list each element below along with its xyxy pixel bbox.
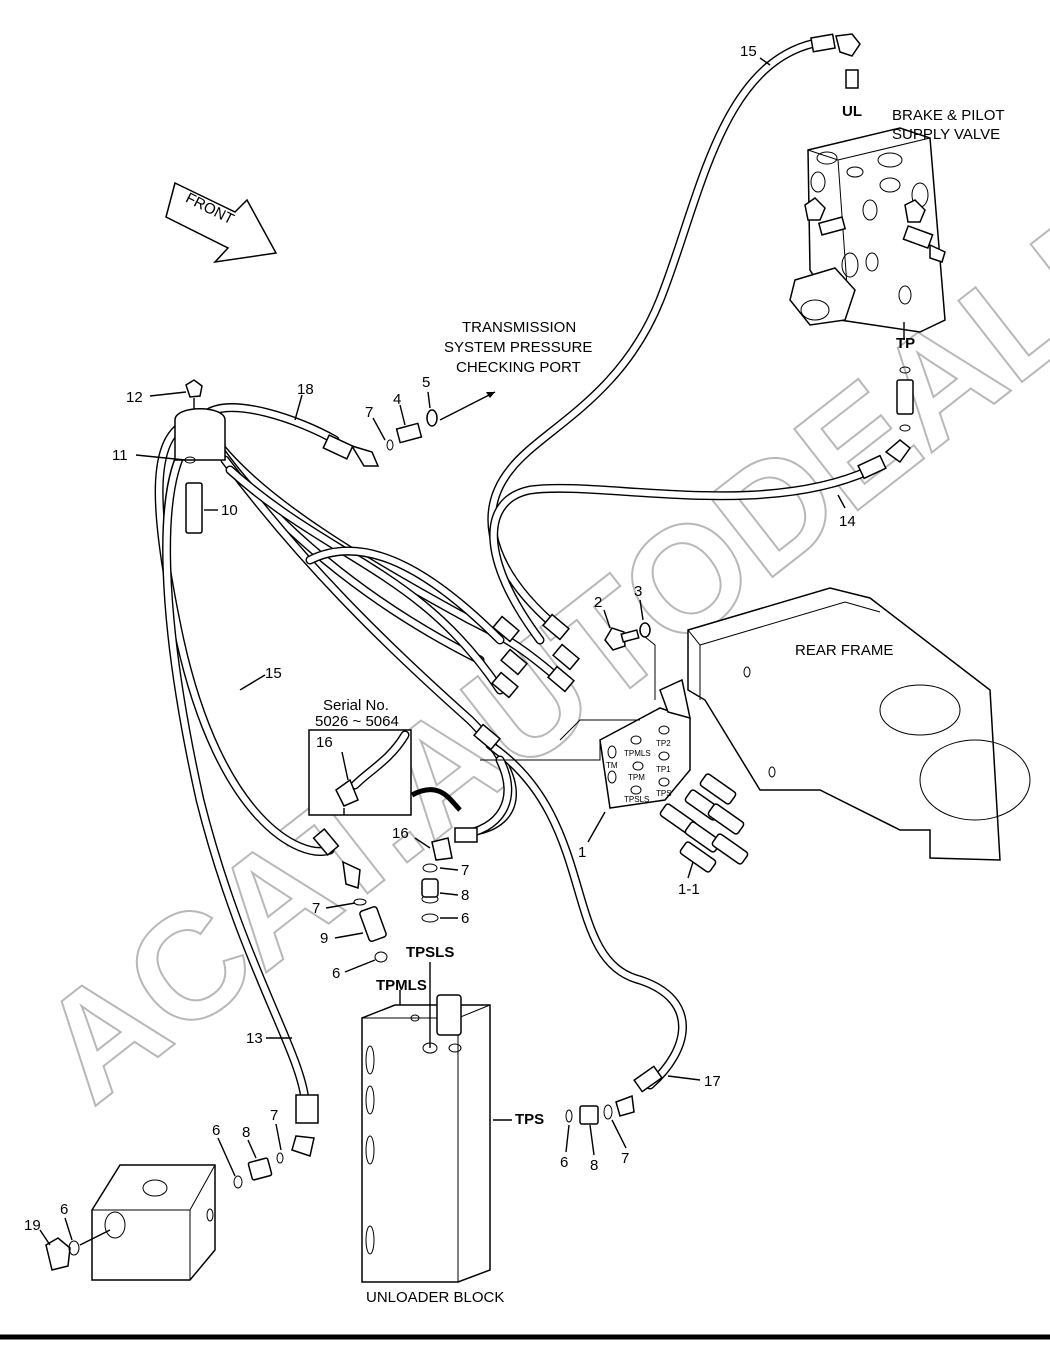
callout-15-top: 15: [740, 43, 757, 60]
unloader-block: UNLOADER BLOCK TPSLS TPMLS TPS: [353, 863, 613, 1306]
callout-12: 12: [126, 389, 143, 406]
callout-18: 18: [297, 381, 314, 398]
brake-pilot-supply-valve: UL BRAKE & PILOT SUPPLY VALVE TP: [789, 69, 1005, 432]
callout-11: 11: [112, 447, 128, 464]
transmission-title-line3: CHECKING PORT: [456, 359, 581, 376]
transmission-title-line2: SYSTEM PRESSURE: [444, 339, 592, 356]
plate-tp2-label: TP2: [656, 739, 671, 748]
leader-lines: [39, 57, 846, 1246]
serial-label-line1: Serial No.: [323, 697, 389, 714]
callout-7-d: 7: [621, 1150, 629, 1167]
serial-inset: Serial No. 5026 ~ 5064: [308, 697, 462, 816]
callout-6-b: 6: [332, 965, 340, 982]
test-port-plate: TPMLS TP2 TM TPM TP1 TPSLS TPS: [480, 622, 749, 873]
callout-1: 1: [578, 844, 586, 861]
rear-frame: REAR FRAME: [687, 587, 1031, 861]
rear-frame-label: REAR FRAME: [795, 642, 893, 659]
callout-8-a: 8: [461, 887, 469, 904]
serial-label-line2: 5026 ~ 5064: [315, 713, 399, 730]
plate-tpm-label: TPM: [628, 773, 645, 782]
callout-5: 5: [422, 374, 430, 391]
callout-2: 2: [594, 594, 602, 611]
callout-8-b: 8: [590, 1157, 598, 1174]
callout-15-left: 15: [265, 665, 282, 682]
plate-tpmls-label: TPMLS: [624, 749, 651, 758]
transmission-title-line1: TRANSMISSION: [462, 319, 576, 336]
callout-16-inset: 16: [316, 734, 333, 751]
plate-tps-label: TPS: [656, 789, 672, 798]
callout-4: 4: [393, 391, 401, 408]
callout-7-c: 7: [312, 900, 320, 917]
callout-6-d: 6: [212, 1122, 220, 1139]
plate-tp1-label: TP1: [656, 765, 671, 774]
port-tps-label: TPS: [515, 1111, 544, 1128]
port-ul-label: UL: [842, 103, 862, 120]
callout-3: 3: [634, 583, 642, 600]
callout-17: 17: [704, 1073, 721, 1090]
callout-6-a: 6: [461, 910, 469, 927]
callout-8-c: 8: [242, 1124, 250, 1141]
unloader-block-label: UNLOADER BLOCK: [366, 1289, 504, 1306]
callout-6-c: 6: [560, 1154, 568, 1171]
callout-16: 16: [392, 825, 409, 842]
hoses: [154, 37, 875, 1105]
clamp-assembly: [174, 379, 226, 534]
callout-7-e: 7: [270, 1107, 278, 1124]
hose-fittings: [291, 33, 912, 1157]
transmission-fittings: TRANSMISSION SYSTEM PRESSURE CHECKING PO…: [386, 319, 592, 451]
callout-14: 14: [839, 513, 856, 530]
port-tp-label: TP: [896, 335, 915, 352]
callout-7-a: 7: [365, 404, 373, 421]
lower-left-block: [45, 1152, 284, 1281]
callout-7-b: 7: [461, 862, 469, 879]
plate-tpsls-label: TPSLS: [624, 795, 649, 804]
callout-19: 19: [24, 1217, 41, 1234]
plate-tm-label: TM: [606, 761, 618, 770]
brake-pilot-title-line1: BRAKE & PILOT: [892, 107, 1005, 124]
port-tpsls-label: TPSLS: [406, 944, 454, 961]
front-arrow: FRONT: [165, 181, 278, 264]
port-tpmls-label: TPMLS: [376, 977, 427, 994]
brake-pilot-title-line2: SUPPLY VALVE: [892, 126, 1000, 143]
callout-9: 9: [320, 930, 328, 947]
callouts: 15 14 12 11 10 18 7 4 5 2 3 1 1-1 15 16 …: [24, 43, 856, 1234]
callout-1-1: 1-1: [678, 881, 700, 898]
callout-6-e: 6: [60, 1201, 68, 1218]
callout-13: 13: [246, 1030, 263, 1047]
callout-10: 10: [221, 502, 238, 519]
